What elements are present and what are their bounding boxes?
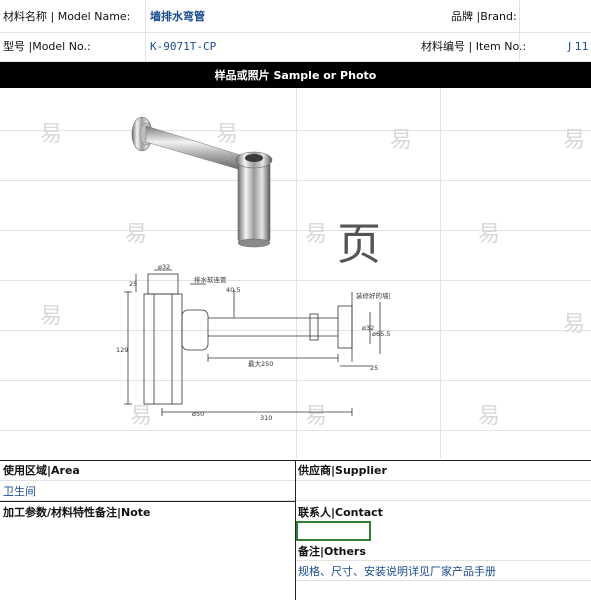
model-no-value[interactable]: K-9071T-CP [150, 40, 217, 53]
process-note-label: 加工参数/材料特性备注|Note [3, 506, 151, 519]
dim-d32-right: ø32 [362, 324, 374, 332]
item-no-label: 材料编号 | Item No.: [421, 40, 527, 53]
watermark-char: 易 [216, 122, 239, 147]
watermark-char: 易 [40, 304, 63, 329]
product-photo [131, 116, 273, 248]
watermark-char: 易 [478, 222, 501, 247]
dim-d65-5: ø65.5 [372, 330, 390, 338]
area-value[interactable]: 卫生间 [3, 485, 36, 498]
watermark-char: 易 [478, 404, 501, 429]
dim-drain-connector: 排水软连管 [194, 275, 227, 284]
page-char: 页 [337, 219, 381, 270]
material-name-label: 材料名称 | Model Name: [3, 10, 131, 23]
table-divider [295, 460, 296, 600]
technical-drawing: ø32 排水软连管 25 40.5 129 ø50 310 最大250 装修好的… [116, 263, 390, 422]
supplier-label: 供应商|Supplier [298, 464, 387, 477]
watermark-char: 易 [563, 312, 586, 337]
model-no-label: 型号 |Model No.: [3, 40, 91, 53]
dim-129: 129 [116, 346, 128, 354]
contact-input[interactable] [296, 521, 371, 541]
dim-25-right: 25 [370, 364, 378, 372]
others-label: 备注|Others [298, 545, 366, 558]
watermark-char: 易 [125, 222, 148, 247]
brand-label: 品牌 |Brand: [451, 10, 517, 23]
dim-25-left: 25 [129, 280, 137, 288]
table-border [0, 501, 295, 502]
material-name-value[interactable]: 墙排水弯管 [150, 10, 205, 23]
watermark-char: 易 [40, 122, 63, 147]
watermark-char: 易 [305, 222, 328, 247]
contact-label: 联系人|Contact [298, 506, 383, 519]
others-value[interactable]: 规格、尺寸、安装说明详见厂家产品手册 [298, 565, 496, 578]
dim-d50: ø50 [192, 410, 204, 418]
dim-d32-top: ø32 [158, 263, 170, 271]
dim-max-250: 最大250 [248, 359, 273, 368]
dim-40-5: 40.5 [226, 286, 240, 294]
sample-photo-banner: 样品或照片 Sample or Photo [0, 62, 591, 88]
watermark-char: 易 [130, 404, 153, 429]
watermark-char: 易 [390, 128, 413, 153]
dim-wall-mount: 装修好的墙面 [356, 291, 390, 300]
area-label: 使用区域|Area [3, 464, 80, 477]
sample-photo-area: 易 易 易 易 易 易 易 易 易 易 易 易 [0, 88, 591, 458]
watermark-char: 易 [563, 128, 586, 153]
dim-310: 310 [260, 414, 272, 422]
watermark-char: 易 [305, 404, 328, 429]
item-no-value[interactable]: J 11 [568, 40, 589, 53]
